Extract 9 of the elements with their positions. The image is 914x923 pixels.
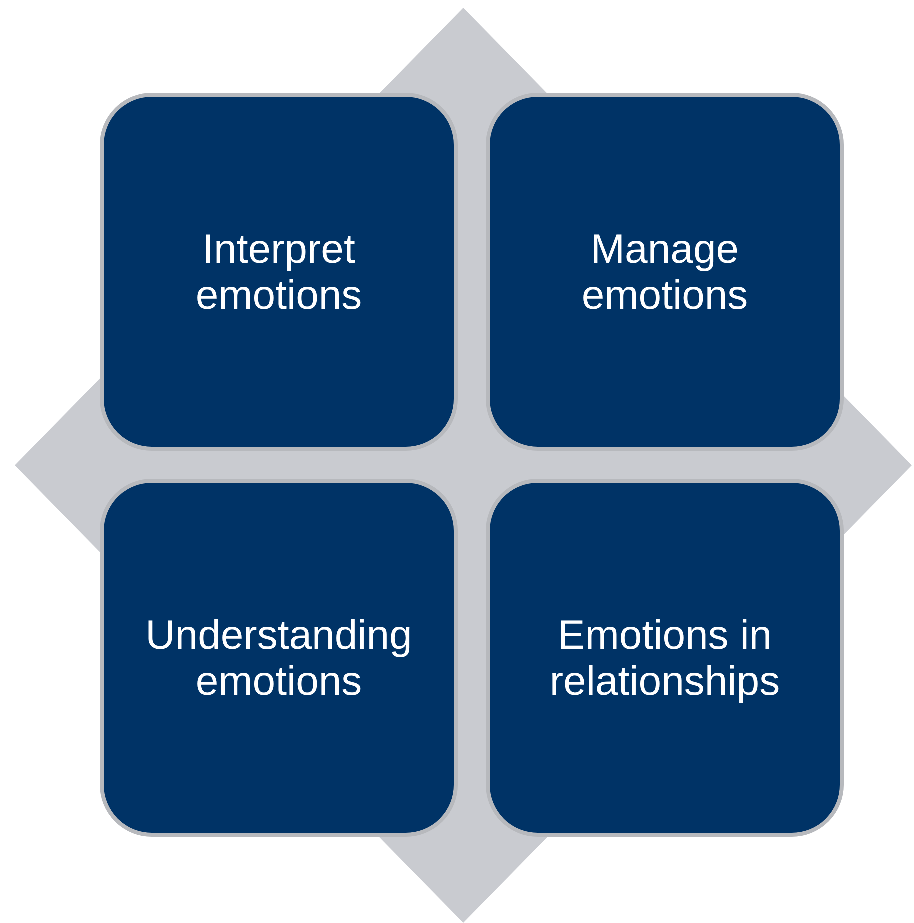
tile-label: Emotions in relationships xyxy=(548,612,782,704)
quadrant-tile xyxy=(486,479,844,837)
tile-label: Interpret emotions xyxy=(194,226,364,318)
tile-label: Understanding emotions xyxy=(144,612,414,704)
quadrant-tile xyxy=(100,93,458,451)
tile-label: Manage emotions xyxy=(580,226,750,318)
background-diamond xyxy=(15,8,912,923)
quadrant-tile xyxy=(100,479,458,837)
quadrant-tile xyxy=(486,93,844,451)
